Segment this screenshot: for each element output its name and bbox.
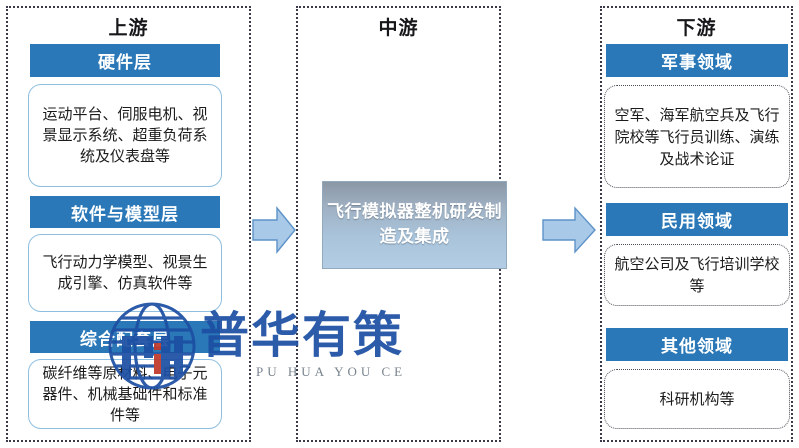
arrow-right-icon-upstream-to-midstream — [252, 206, 296, 254]
downstream-header-military-field: 军事领域 — [606, 44, 788, 77]
downstream-header-civil-field: 民用领域 — [606, 203, 788, 236]
downstream-panel: 下游 — [600, 6, 793, 442]
upstream-panel: 上游 — [6, 6, 251, 442]
upstream-title: 上游 — [108, 17, 149, 39]
downstream-body-civil-field: 航空公司及飞行培训学校等 — [604, 244, 790, 306]
downstream-header-other-field: 其他领域 — [606, 328, 788, 361]
midstream-main-box: 飞行模拟器整机研发制造及集成 — [322, 181, 507, 269]
upstream-header-integrated-support-layer: 综合配套层 — [30, 321, 220, 353]
upstream-body-software-model-layer: 飞行动力学模型、视景生成引擎、仿真软件等 — [28, 234, 222, 312]
arrow-right-icon-midstream-to-downstream — [542, 206, 596, 254]
downstream-body-military-field: 空军、海军航空兵及飞行院校等飞行员训练、演练及战术论证 — [604, 85, 790, 188]
upstream-header-software-model-layer: 软件与模型层 — [30, 196, 220, 228]
upstream-body-integrated-support-layer: 碳纤维等原材料、电子元器件、机械基础件和标准件等 — [28, 359, 222, 429]
upstream-header-hardware-layer: 硬件层 — [30, 44, 220, 77]
midstream-title: 中游 — [378, 17, 419, 39]
upstream-body-hardware-layer: 运动平台、伺服电机、视景显示系统、超重负荷系统及仪表盘等 — [28, 84, 222, 187]
downstream-title: 下游 — [676, 17, 717, 39]
downstream-body-other-field: 科研机构等 — [604, 369, 790, 429]
